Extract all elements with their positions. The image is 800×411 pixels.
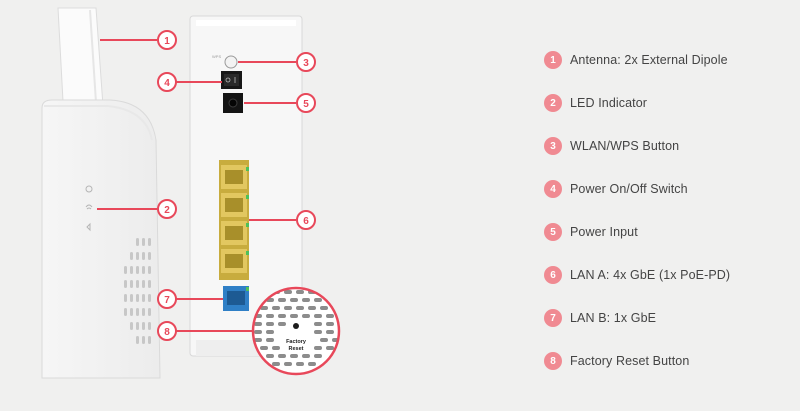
legend-number-badge: 2 bbox=[544, 94, 562, 112]
callout-badge-1: 1 bbox=[157, 30, 177, 50]
svg-text:WPS: WPS bbox=[212, 54, 221, 59]
reset-label-line1: Factory bbox=[286, 339, 307, 345]
callout-badge-6: 6 bbox=[296, 210, 316, 230]
legend-label: Power Input bbox=[570, 225, 638, 239]
legend-label: LED Indicator bbox=[570, 96, 648, 110]
legend-item-lan-b: 7 LAN B: 1x GbE bbox=[544, 308, 656, 328]
legend-item-factory-reset: 8 Factory Reset Button bbox=[544, 351, 689, 371]
legend-item-led-indicator: 2 LED Indicator bbox=[544, 93, 647, 113]
svg-text:8: 8 bbox=[164, 327, 170, 338]
legend-label: Antenna: 2x External Dipole bbox=[570, 53, 728, 67]
callout-badge-5: 5 bbox=[296, 93, 316, 113]
callout-badge-4: 4 bbox=[157, 72, 177, 92]
legend-label: LAN A: 4x GbE (1x PoE-PD) bbox=[570, 268, 731, 282]
callout-lines bbox=[97, 39, 296, 332]
svg-text:4: 4 bbox=[164, 78, 170, 89]
lan-b-port bbox=[223, 286, 249, 311]
svg-text:3: 3 bbox=[303, 58, 309, 69]
router-body bbox=[41, 99, 161, 379]
legend-number-badge: 1 bbox=[544, 51, 562, 69]
svg-text:2: 2 bbox=[164, 205, 170, 216]
callout-badge-8: 8 bbox=[157, 321, 177, 341]
power-switch bbox=[221, 71, 242, 89]
legend-number-badge: 5 bbox=[544, 223, 562, 241]
svg-text:6: 6 bbox=[303, 216, 309, 227]
legend-item-power-switch: 4 Power On/Off Switch bbox=[544, 179, 688, 199]
led-status-icons bbox=[85, 185, 93, 232]
legend-item-power-input: 5 Power Input bbox=[544, 222, 638, 242]
reset-label-line2: Reset bbox=[289, 346, 304, 352]
side-vents bbox=[124, 238, 151, 344]
legend-label: Factory Reset Button bbox=[570, 354, 690, 368]
callout-badge-7: 7 bbox=[157, 289, 177, 309]
svg-text:1: 1 bbox=[164, 36, 170, 47]
callout-badges: 1 2 3 4 5 6 7 8 bbox=[157, 30, 316, 341]
legend-number-badge: 6 bbox=[544, 266, 562, 284]
legend-label: WLAN/WPS Button bbox=[570, 139, 680, 153]
callout-badge-2: 2 bbox=[157, 199, 177, 219]
legend-label: Power On/Off Switch bbox=[570, 182, 688, 196]
legend-label: LAN B: 1x GbE bbox=[570, 311, 657, 325]
svg-text:7: 7 bbox=[164, 295, 170, 306]
legend-item-wlan-wps-button: 3 WLAN/WPS Button bbox=[544, 136, 679, 156]
callout-badge-3: 3 bbox=[296, 52, 316, 72]
wlan-wps-button: WPS bbox=[212, 54, 238, 69]
legend-item-lan-a: 6 LAN A: 4x GbE (1x PoE-PD) bbox=[544, 265, 730, 285]
legend-number-badge: 4 bbox=[544, 180, 562, 198]
power-input-jack bbox=[223, 93, 243, 113]
legend-number-badge: 3 bbox=[544, 137, 562, 155]
factory-reset-zoom: Factory Reset bbox=[251, 286, 341, 376]
legend-number-badge: 8 bbox=[544, 352, 562, 370]
lan-a-ports bbox=[219, 160, 249, 280]
legend-item-antenna: 1 Antenna: 2x External Dipole bbox=[544, 50, 728, 70]
legend-number-badge: 7 bbox=[544, 309, 562, 327]
svg-text:5: 5 bbox=[303, 99, 309, 110]
